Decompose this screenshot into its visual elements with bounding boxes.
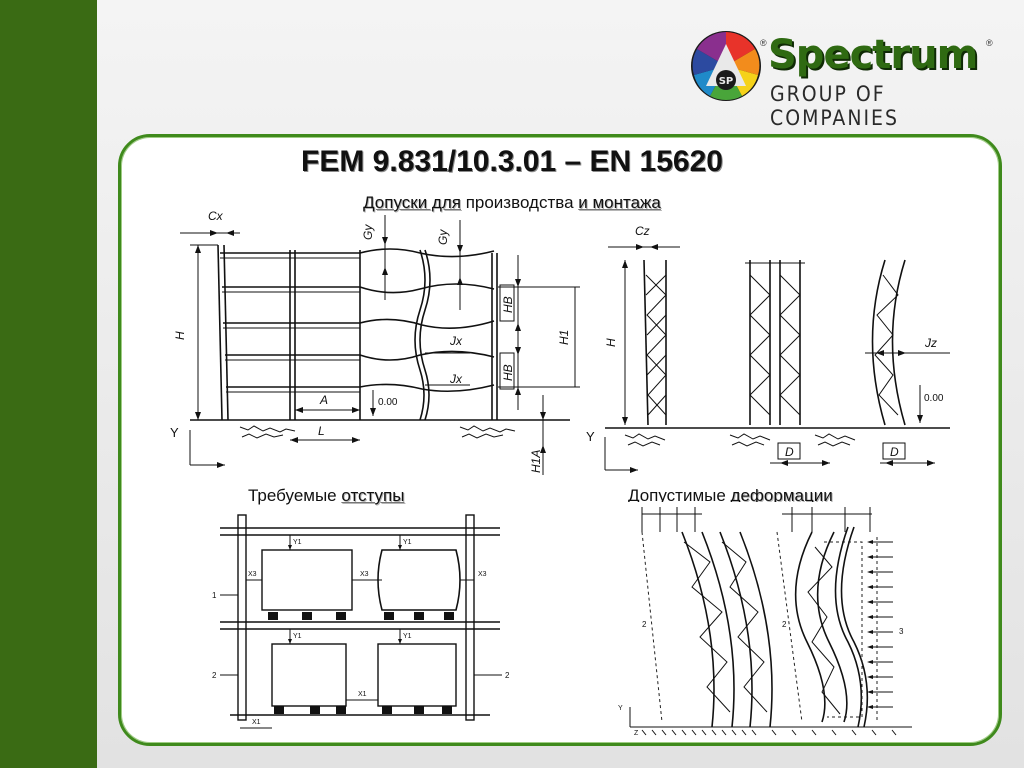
caption-clearances-highlight: отступы: [341, 486, 405, 505]
label-l: L: [318, 424, 325, 438]
label-y-side: Y: [586, 429, 595, 444]
label-2-right-frame: 2: [782, 620, 787, 629]
emblem-text: SP: [719, 76, 734, 87]
deformations-drawing: 2 2 3 Y Z: [612, 502, 917, 737]
label-1: 1: [212, 591, 217, 600]
label-y1-1: Y1: [293, 539, 302, 546]
caption-clearances: Требуемые отступы: [248, 486, 404, 506]
label-jx-2: Jx: [449, 372, 463, 386]
label-x3-2: X3: [360, 571, 369, 578]
slide-subtitle: Допуски для производства и монтажа: [0, 193, 1024, 213]
brand-tagline: GROUP OF COMPANIES: [770, 82, 899, 130]
spectrum-emblem-icon: SP: [691, 31, 761, 101]
caption-deformations-plain: Допустимые: [628, 486, 731, 505]
label-hb-1: HB: [501, 296, 515, 313]
label-cz: Cz: [635, 224, 650, 238]
label-jz: Jz: [924, 336, 937, 350]
clearances-drawing: Y1 Y1 Y1 Y1 X3 X3 X3 1 2 2 X1 X1: [210, 510, 520, 735]
label-y: Y: [170, 425, 179, 440]
company-logo: SP Spectrum ® ® GROUP OF COMPANIES: [690, 30, 995, 130]
reg-mark: ®: [760, 38, 767, 48]
label-h-side: H: [604, 338, 618, 347]
label-x3-3: X3: [478, 571, 487, 578]
label-x3-1: X3: [248, 571, 257, 578]
subtitle-plain: производства: [460, 193, 579, 212]
slide-title: FEM 9.831/10.3.01 – EN 15620: [301, 145, 723, 178]
front-view-tolerance-drawing: H Cx Gy Gy HB HB H1 Jx Jx A L 0.00 Y H1A: [170, 209, 580, 475]
caption-deformations: Допустимые деформации: [628, 486, 833, 506]
subtitle-highlight-1: Допуски для: [363, 193, 461, 212]
caption-deformations-highlight: деформации: [730, 486, 833, 505]
label-zero-level: 0.00: [378, 397, 398, 408]
label-zero-side: 0.00: [924, 393, 944, 404]
label-y1-4: Y1: [403, 633, 412, 640]
label-2-left-frame: 2: [642, 620, 647, 629]
reg-mark-2: ®: [986, 38, 993, 48]
label-y1-3: Y1: [293, 633, 302, 640]
label-x1-2: X1: [252, 719, 261, 726]
label-gy-2: Gy: [436, 229, 450, 245]
label-hb-2: HB: [501, 364, 515, 381]
label-d-2: D: [890, 445, 899, 459]
label-2-right: 2: [505, 671, 510, 680]
label-cx: Cx: [208, 209, 224, 223]
label-3: 3: [899, 627, 904, 636]
label-z-def: Z: [634, 730, 639, 737]
label-h1: H1: [557, 330, 571, 345]
brand-name: Spectrum: [768, 32, 978, 78]
label-h1a: H1A: [529, 450, 543, 473]
label-x1-1: X1: [358, 691, 367, 698]
label-2-left: 2: [212, 671, 217, 680]
label-y-def: Y: [618, 705, 623, 712]
label-a: A: [319, 393, 328, 407]
label-y1-2: Y1: [403, 539, 412, 546]
side-view-tolerance-drawing: Cz H Jz 0.00 D D Y: [586, 224, 950, 473]
label-h: H: [173, 331, 187, 340]
subtitle-highlight-2: и монтажа: [578, 193, 661, 212]
label-jx-1: Jx: [449, 334, 463, 348]
caption-clearances-plain: Требуемые: [248, 486, 342, 505]
left-green-bar: [0, 0, 97, 768]
label-d-1: D: [785, 445, 794, 459]
label-gy-1: Gy: [361, 224, 375, 240]
